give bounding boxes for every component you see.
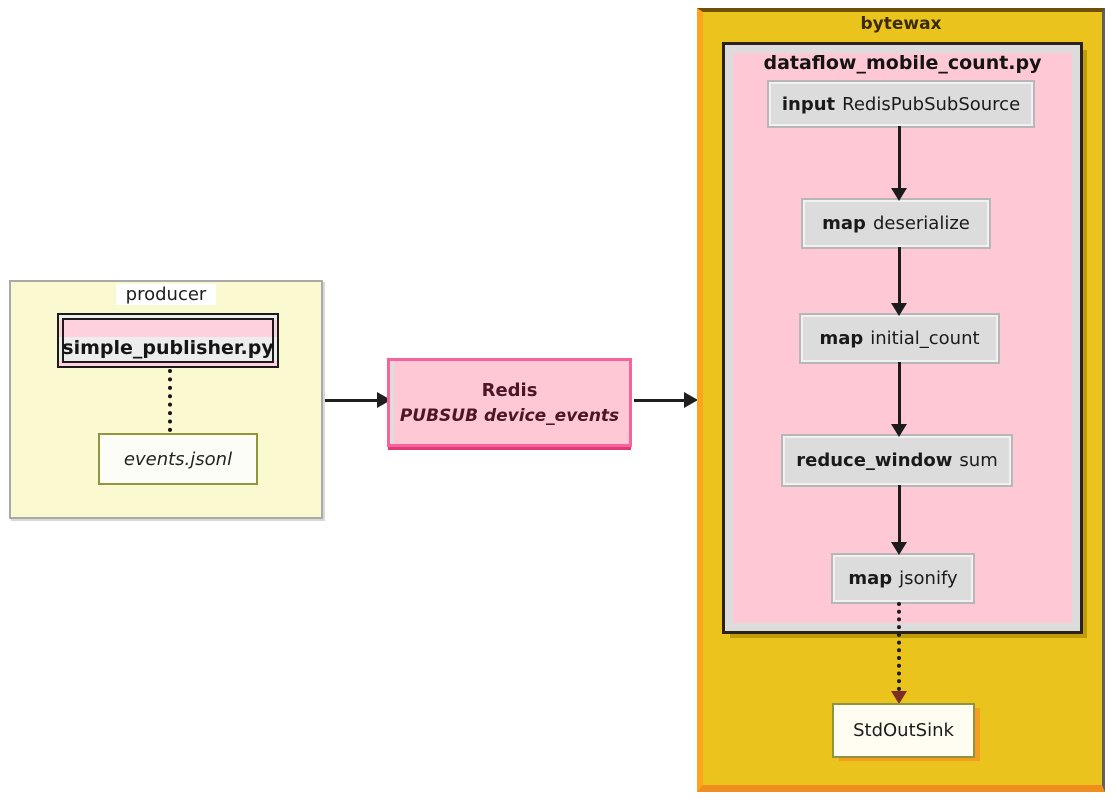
- redis-subtitle: PUBSUB device_events: [399, 405, 620, 426]
- node-op: map: [819, 328, 864, 349]
- arrow-jsonify-to-stdoutsink-dotted-line: [897, 602, 901, 691]
- node-op: map: [848, 568, 893, 589]
- node-arg: initial_count: [870, 328, 980, 349]
- redis-node: Redis PUBSUB device_events: [387, 358, 632, 447]
- node-op: reduce_window: [796, 450, 953, 471]
- producer-cluster-title-text: producer: [115, 284, 217, 305]
- arrow-initial-count-to-reduce-window-line: [898, 362, 901, 424]
- arrow-redis-to-bytewax-head: [684, 392, 698, 408]
- arrow-jsonify-to-stdoutsink-head: [891, 691, 907, 704]
- producer-cluster-title: producer: [9, 284, 323, 305]
- node-arg: jsonify: [899, 568, 958, 589]
- node-op: input: [781, 93, 836, 115]
- node-map-initial-count: map initial_count: [799, 313, 1000, 364]
- dataflow-title: dataflow_mobile_count.py: [763, 52, 1042, 74]
- node-op: map: [822, 213, 866, 234]
- node-arg: sum: [959, 450, 998, 471]
- arrow-reduce-window-to-jsonify-head: [891, 542, 907, 555]
- node-reduce-window-sum: reduce_window sum: [781, 434, 1013, 487]
- node-arg: deserialize: [872, 213, 970, 234]
- events-file-label: events.jsonl: [123, 448, 233, 470]
- events-file-node: events.jsonl: [98, 433, 258, 485]
- node-arg: RedisPubSubSource: [842, 93, 1021, 115]
- arrow-deserialize-to-initial-count-line: [898, 247, 901, 303]
- node-map-deserialize: map deserialize: [801, 198, 991, 249]
- node-map-jsonify: map jsonify: [831, 553, 975, 604]
- node-input-redispubsubsource: input RedisPubSubSource: [767, 80, 1035, 128]
- arrow-input-to-deserialize-line: [898, 126, 901, 188]
- redis-title: Redis: [481, 379, 538, 401]
- arrow-reduce-window-to-jsonify-line: [898, 485, 901, 542]
- arrow-redis-to-bytewax-line: [634, 399, 684, 402]
- simple-publisher-node: simple_publisher.py: [57, 313, 279, 368]
- arrow-initial-count-to-reduce-window-head: [891, 424, 907, 437]
- arrow-input-to-deserialize-head: [891, 188, 907, 201]
- publisher-to-events-dotted-link: [168, 369, 172, 432]
- arrow-deserialize-to-initial-count-head: [891, 303, 907, 316]
- stdoutsink-node: StdOutSink: [832, 703, 975, 758]
- stdoutsink-label: StdOutSink: [853, 720, 954, 741]
- arrow-producer-to-redis-line: [325, 399, 377, 402]
- simple-publisher-label: simple_publisher.py: [62, 337, 274, 359]
- bytewax-cluster-title: bytewax: [860, 14, 942, 34]
